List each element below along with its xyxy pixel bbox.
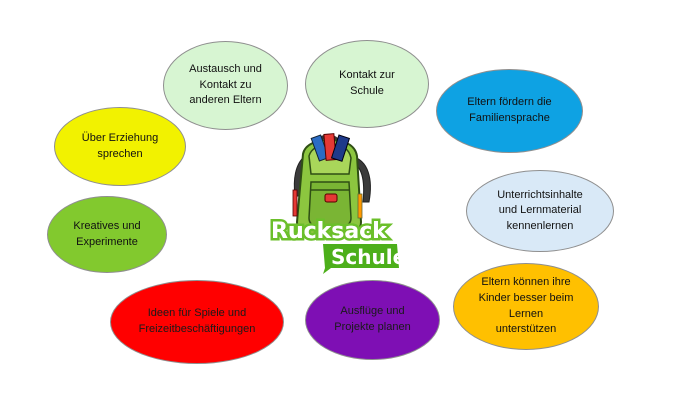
- backpack-icon: [292, 133, 371, 235]
- bubble-erziehung-text: Über Erziehung sprechen: [81, 131, 159, 160]
- bubble-kontakt-schule: Kontakt zur Schule: [305, 40, 429, 128]
- bubble-lernen-unterstuetzen-text: Eltern können ihre Kinder besser beim Le…: [478, 276, 574, 336]
- bubble-kreatives: Kreatives und Experimente: [47, 196, 167, 273]
- logo-word-rucksack-fill: Rucksack: [271, 219, 388, 244]
- bubble-kreatives-text: Kreatives und Experimente: [73, 219, 141, 248]
- bubble-familiensprache: Eltern fördern die Familiensprache: [436, 69, 583, 153]
- bubble-ausfluege: Ausflüge und Projekte planen: [305, 280, 440, 360]
- bubble-ideen-spiele: Ideen für Spiele und Freizeitbeschäftigu…: [110, 280, 284, 364]
- bubble-familiensprache-text: Eltern fördern die Familiensprache: [467, 96, 552, 124]
- bubble-unterrichtsinhalte: Unterrichtsinhalte und Lernmaterial kenn…: [466, 170, 614, 252]
- bubble-unterrichtsinhalte-text: Unterrichtsinhalte und Lernmaterial kenn…: [497, 188, 583, 232]
- bubble-kontakt-schule-text: Kontakt zur Schule: [339, 69, 395, 97]
- bubble-ideen-spiele-text: Ideen für Spiele und Freizeitbeschäftigu…: [138, 307, 256, 335]
- bubble-erziehung: Über Erziehung sprechen: [54, 107, 186, 186]
- bubble-ausfluege-text: Ausflüge und Projekte planen: [334, 305, 411, 333]
- bubble-lernen-unterstuetzen: Eltern können ihre Kinder besser beim Le…: [453, 263, 599, 350]
- bubble-austausch: Austausch und Kontakt zu anderen Eltern: [163, 41, 288, 130]
- rucksack-schule-wordmark: Rucksack Rucksack Schule: [269, 217, 405, 274]
- rucksack-schule-logo: Rucksack Rucksack Schule: [265, 130, 405, 280]
- logo-word-schule: Schule: [331, 245, 405, 269]
- logo-word-rucksack: Rucksack: [271, 219, 388, 244]
- bubble-austausch-text: Austausch und Kontakt zu anderen Eltern: [189, 63, 262, 107]
